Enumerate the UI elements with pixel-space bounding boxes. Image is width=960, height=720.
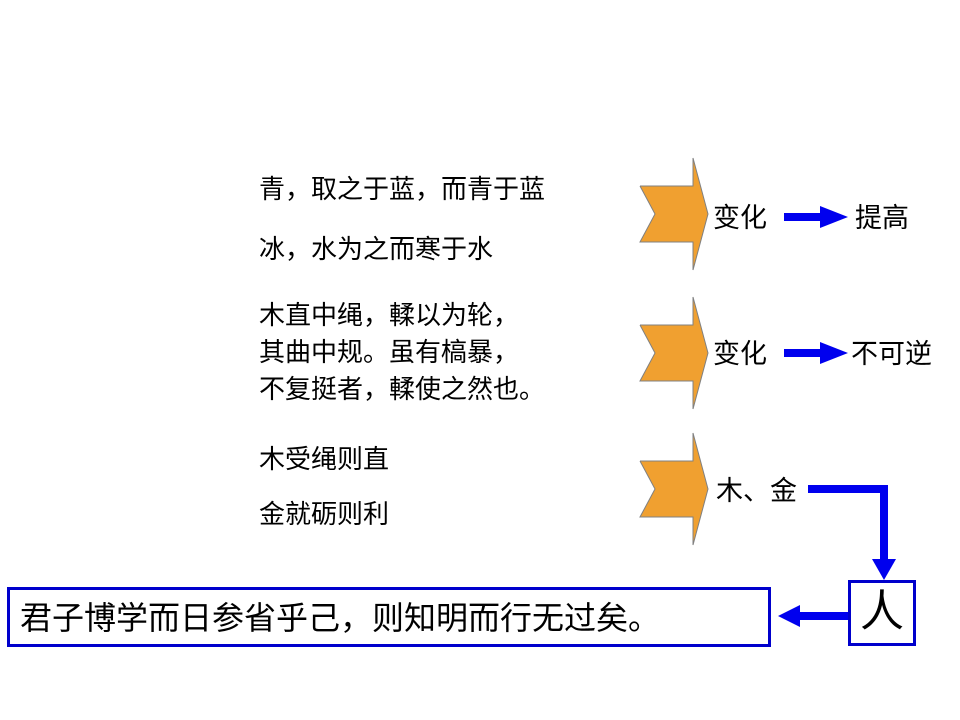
left-arrow-head [778, 605, 800, 627]
left-arrow-shaft [795, 612, 848, 620]
person-label: 人 [860, 586, 904, 637]
elbow-connector-horizontal [808, 485, 888, 493]
quote-line-wood-1: 木直中绳，輮以为轮， [259, 301, 520, 331]
quote-line-rope: 木受绳则直 [259, 445, 390, 475]
chevron-arrow-3 [639, 432, 709, 546]
label-wood-metal: 木、金 [716, 476, 797, 507]
quote-line-whetstone: 金就砺则利 [259, 500, 390, 530]
elbow-connector-vertical [880, 485, 888, 563]
quote-line-wood-3: 不复挺者，輮使之然也。 [259, 375, 546, 405]
quote-line-qing: 青，取之于蓝，而青于蓝 [259, 175, 546, 205]
elbow-connector-head [872, 559, 896, 580]
label-improve: 提高 [855, 203, 909, 234]
chevron-outline-1 [639, 157, 709, 271]
blue-arrow-2-head [820, 342, 848, 364]
chevron-arrow-2 [639, 296, 709, 410]
conclusion-text: 君子博学而日参省乎己，则知明而行无过矣。 [20, 599, 661, 637]
conclusion-box: 君子博学而日参省乎己，则知明而行无过矣。 [7, 587, 771, 647]
label-change-1: 变化 [713, 203, 767, 234]
quote-line-wood-2: 其曲中规。虽有槁暴， [259, 338, 520, 368]
blue-arrow-2-shaft [784, 349, 822, 357]
label-irreversible: 不可逆 [851, 339, 932, 370]
label-change-2: 变化 [713, 339, 767, 370]
blue-arrow-1-shaft [784, 213, 822, 221]
quote-block-wood: 木直中绳，輮以为轮， 其曲中规。虽有槁暴， 不复挺者，輮使之然也。 [259, 298, 545, 409]
quote-line-bing: 冰，水为之而寒于水 [259, 235, 494, 265]
person-box: 人 [848, 580, 916, 646]
blue-arrow-1-head [820, 206, 848, 228]
